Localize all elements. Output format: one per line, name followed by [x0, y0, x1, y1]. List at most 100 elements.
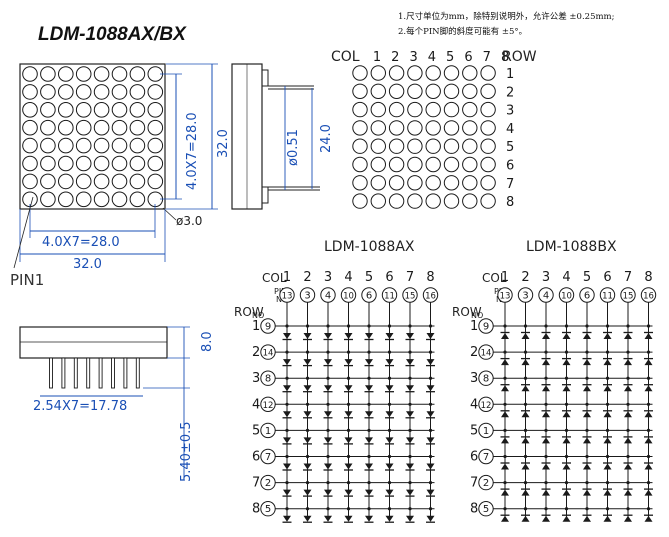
led-diode-symbol — [282, 437, 292, 445]
front-dot — [75, 84, 92, 100]
front-dot — [58, 84, 74, 100]
front-dot — [40, 102, 56, 118]
led-diode-symbol — [521, 488, 530, 496]
junction-dot — [408, 481, 412, 485]
led-diode-symbol — [562, 488, 571, 496]
led-diode-symbol — [426, 411, 435, 419]
led-diode-symbol — [541, 462, 551, 470]
grid-dot — [352, 175, 368, 191]
col-number: 8 — [426, 270, 434, 285]
grid-dot — [425, 65, 441, 81]
junction-dot — [305, 428, 310, 432]
junction-dot — [305, 350, 310, 354]
led-diode-symbol — [303, 515, 312, 523]
junction-dot — [503, 507, 507, 511]
bottom-pin — [135, 357, 140, 389]
led-diode-symbol — [344, 489, 353, 497]
grid-col-number: 2 — [391, 50, 399, 65]
junction-dot — [305, 454, 310, 459]
junction-dot — [523, 507, 528, 511]
junction-dot — [626, 324, 630, 328]
grid-dot — [425, 83, 441, 100]
front-dot — [58, 191, 74, 208]
grid-dot — [480, 175, 496, 191]
front-dot — [75, 191, 92, 208]
junction-dot — [387, 350, 392, 354]
row-pin-number: 1 — [483, 426, 489, 437]
led-diode-symbol — [623, 488, 633, 496]
grid-dot — [370, 138, 386, 154]
led-diode-symbol — [541, 514, 551, 522]
junction-dot — [408, 402, 412, 406]
led-diode-symbol — [303, 333, 312, 341]
led-diode-symbol — [385, 437, 394, 445]
front-dot — [75, 119, 92, 136]
junction-dot — [387, 481, 392, 485]
junction-dot — [564, 454, 569, 459]
junction-dot — [605, 481, 610, 485]
model-title: LDM-1088AX/BX — [38, 24, 187, 45]
junction-dot — [626, 507, 630, 511]
row-pin-number: 7 — [483, 452, 489, 463]
junction-dot — [428, 507, 433, 511]
led-diode-symbol — [521, 514, 530, 522]
body-height-dim: 8.0 — [200, 331, 215, 352]
grid-dot — [480, 65, 496, 81]
row-pin-number-circle — [260, 422, 276, 439]
led-diode-symbol — [385, 333, 394, 341]
col-pin-number: 13 — [500, 292, 511, 302]
row-pin-number: 2 — [483, 478, 489, 489]
row-number: 3 — [252, 371, 260, 386]
led-diode-symbol — [603, 462, 612, 470]
led-diode-symbol — [623, 384, 633, 392]
front-dot — [129, 119, 146, 136]
led-diode-symbol — [405, 515, 415, 523]
col-pin-number: 16 — [425, 292, 436, 302]
col-number: 6 — [603, 270, 611, 285]
col-pin-number-circle — [340, 287, 357, 303]
junction-dot — [408, 324, 412, 328]
col-pin-number-circle — [558, 287, 575, 303]
front-dot — [40, 173, 56, 190]
led-diode-symbol — [644, 384, 653, 392]
front-dot — [111, 173, 128, 190]
junction-dot — [428, 402, 433, 406]
grid-dot — [407, 156, 423, 173]
led-diode-symbol — [323, 359, 333, 367]
row-pin-number-circle — [260, 370, 276, 386]
junction-dot — [544, 507, 548, 511]
row-pin-number: 2 — [265, 478, 271, 489]
led-diode-symbol — [521, 436, 530, 444]
grid-dot — [443, 138, 460, 154]
led-diode-symbol — [323, 489, 333, 497]
grid-dot — [352, 83, 368, 100]
grid-dot — [425, 120, 441, 136]
bottom-pin — [111, 357, 115, 389]
grid-col-number: 3 — [409, 50, 417, 65]
junction-dot — [544, 376, 548, 380]
junction-dot — [387, 454, 392, 459]
led-diode-symbol — [405, 411, 415, 419]
junction-dot — [626, 376, 630, 380]
front-dot — [40, 155, 56, 172]
grid-dot — [407, 193, 423, 209]
led-diode-symbol — [364, 333, 374, 341]
front-dot — [40, 84, 56, 100]
grid-dot — [352, 120, 368, 136]
col-pin-number: 10 — [561, 292, 572, 302]
junction-dot — [523, 402, 528, 406]
led-diode-symbol — [405, 489, 415, 497]
led-diode-symbol — [644, 436, 653, 444]
front-dot — [111, 137, 128, 154]
junction-dot — [367, 507, 371, 511]
row-pin-number: 14 — [263, 349, 274, 359]
junction-dot — [503, 428, 507, 432]
led-diode-symbol — [603, 357, 612, 366]
junction-dot — [346, 376, 351, 380]
led-diode-symbol — [364, 411, 374, 419]
col-pin-number: 15 — [405, 292, 416, 302]
junction-dot — [387, 324, 392, 328]
pitch-dim-vertical: 4.0X7=28.0 — [185, 112, 200, 190]
led-diode-symbol — [562, 514, 571, 522]
junction-dot — [305, 481, 310, 485]
